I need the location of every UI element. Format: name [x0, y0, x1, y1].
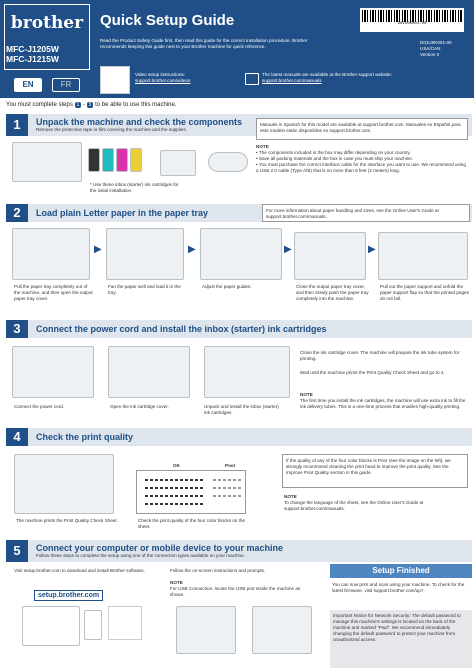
poor-label: Poor — [225, 463, 236, 468]
arrow-icon: ▶ — [368, 244, 376, 255]
print-sheet-illustration — [14, 454, 114, 514]
steps-note: You must complete steps 1 - 5 to be able… — [6, 102, 177, 108]
section-3-header: 3 Connect the power cord and install the… — [6, 320, 472, 338]
arrow-icon: ▶ — [94, 244, 102, 255]
s1-notes: NOTE • The components included in the bo… — [256, 144, 466, 173]
lang-fr-tab[interactable]: FR — [52, 78, 80, 92]
network-security-notice: Important Notice for Network Security: T… — [330, 610, 472, 668]
latest-manuals: The latest manuals are available at the … — [262, 72, 462, 84]
s5-note: NOTE For USB Connection, locate the USB … — [170, 580, 301, 597]
s5-follow: Follow the on-screen instructions and pr… — [170, 568, 266, 573]
printer-illustration — [12, 142, 82, 182]
manuals-link[interactable]: support.brother.com/manuals — [262, 78, 322, 83]
brother-logo: brother — [4, 4, 90, 70]
install-ink-step — [204, 346, 290, 398]
documents-illustration — [160, 150, 196, 176]
s3-caption-2: Open the ink cartridge cover. — [110, 404, 169, 409]
model-list: MFC-J1205W MFC-J1215W — [6, 44, 59, 64]
usb-port-illustration-2 — [252, 606, 312, 654]
video-qr-code — [100, 66, 130, 94]
s3-caption-1: Connect the power cord. — [14, 404, 65, 409]
power-cord-illustration — [208, 152, 248, 172]
s2-caption-2: Fan the paper well and load it in the tr… — [108, 284, 181, 295]
usb-port-illustration-1 — [176, 606, 236, 654]
tray-step-2 — [106, 228, 184, 280]
video-instructions: Video setup instructions: support.brothe… — [135, 72, 191, 83]
s4-caption-2: Check the print quality of the four colo… — [138, 518, 245, 529]
lang-en-tab[interactable]: EN — [14, 78, 42, 92]
s3-note: NOTE The first time you install the ink … — [300, 392, 466, 409]
paper-info-box: For more information about paper handlin… — [262, 204, 470, 222]
tray-step-3 — [200, 228, 282, 280]
s4-note: NOTE To change the language of the sheet… — [284, 494, 424, 511]
guide-title: Quick Setup Guide — [100, 12, 235, 29]
arrow-icon: ▶ — [188, 244, 196, 255]
section-4-header: 4 Check the print quality — [6, 428, 472, 446]
doc-info: D01U0K001-00 USA/CAN Version 0 — [420, 40, 452, 57]
s1-caption: * Use these inbox (starter) ink cartridg… — [90, 182, 179, 193]
setup-qr-code — [108, 606, 142, 640]
laptop-icon — [22, 606, 80, 646]
quality-check-sheet: OK Poor — [136, 463, 246, 514]
phone-icon — [84, 610, 102, 640]
s3-caption-3: Unpack and install the inbox (starter) i… — [204, 404, 279, 415]
setup-finished-banner: Setup Finished — [330, 564, 472, 578]
book-icon — [245, 73, 259, 85]
tray-step-5 — [378, 232, 468, 280]
s2-caption-4: Close the output paper tray cover, and t… — [296, 284, 369, 301]
s3-right-1: Close the ink cartridge cover. The machi… — [300, 350, 460, 361]
setup-url-box[interactable]: setup.brother.com — [34, 590, 104, 601]
s4-caption-1: The machine prints the Print Quality Che… — [16, 518, 118, 523]
power-cord-step — [12, 346, 94, 398]
ink-cover-step — [108, 346, 190, 398]
header-band: brother MFC-J1205W MFC-J1215W Quick Setu… — [0, 0, 474, 98]
video-link[interactable]: support.brother.com/videos — [135, 78, 191, 83]
spanish-manuals-box: Manuals in Spanish for this model are av… — [256, 118, 468, 140]
tray-step-1 — [12, 228, 90, 280]
s2-caption-3: Adjust the paper guides. — [202, 284, 252, 289]
arrow-icon: ▶ — [284, 244, 292, 255]
s2-caption-1: Pull the paper tray completely out of th… — [14, 284, 93, 301]
section-5-header: 5 Connect your computer or mobile device… — [6, 540, 472, 562]
tray-step-4 — [294, 232, 366, 280]
intro-text: Read the Product Safety Guide first, the… — [100, 38, 308, 49]
s2-caption-5: Pull out the paper support and unfold th… — [380, 284, 469, 301]
s5-visit: Visit setup.brother.com to download and … — [14, 568, 145, 573]
barcode: D01U0K001-00 — [360, 8, 464, 32]
setup-finished-text: You can now print and scan using your ma… — [332, 582, 465, 593]
ok-label: OK — [173, 463, 180, 468]
ink-cartridges-illustration — [88, 148, 148, 174]
s3-right-2: Wait until the machine prints the Print … — [300, 370, 445, 375]
quality-advice-box: If the quality of any of the four color … — [282, 454, 468, 488]
